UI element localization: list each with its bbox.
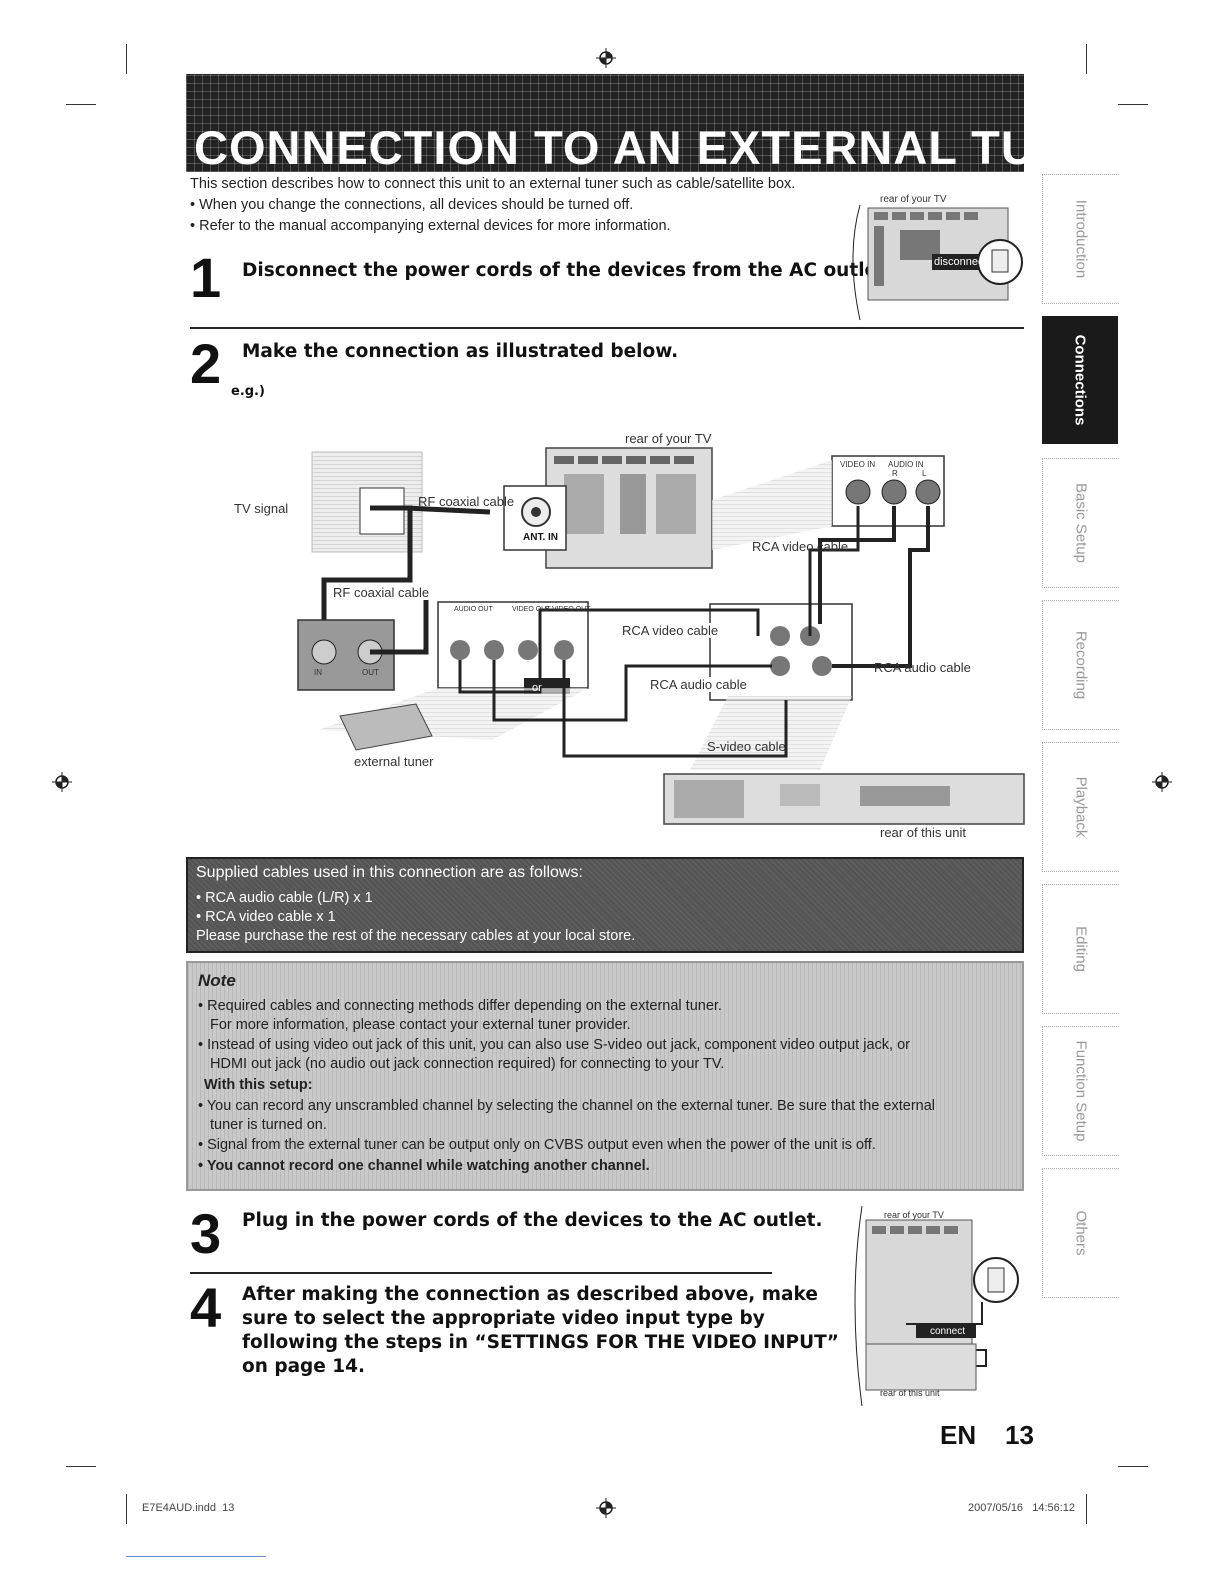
footer-timestamp: 2007/05/16 14:56:12 [968, 1502, 1076, 1514]
step-text: Make the connection as illustrated below… [242, 341, 679, 362]
note-line: • You can record any unscrambled channel… [198, 1098, 936, 1114]
tab-function-setup[interactable]: Function Setup [1042, 1026, 1119, 1156]
crop-mark [1118, 104, 1148, 105]
svideo-cable-label: S-video cable [707, 739, 786, 754]
registration-mark-icon [596, 1498, 616, 1518]
tab-editing[interactable]: Editing [1042, 884, 1119, 1014]
audio-in-label: AUDIO IN [888, 460, 924, 469]
rear-tv-label: rear of your TV [884, 1210, 944, 1220]
tuner-out-label: OUT [362, 668, 379, 677]
disconnect-label: disconnect [934, 256, 987, 268]
rf-cable-label: RF coaxial cable [333, 585, 430, 600]
note-line: tuner is turned on. [210, 1117, 327, 1133]
tab-label: Editing [1072, 926, 1090, 972]
step-text: on page 14. [242, 1356, 366, 1377]
step-number: 1 [190, 246, 222, 309]
rear-unit-label: rear of this unit [880, 1388, 940, 1398]
tab-introduction[interactable]: Introduction [1042, 174, 1119, 304]
intro-bullet: • Refer to the manual accompanying exter… [190, 218, 671, 234]
disconnect-illustration [852, 204, 1023, 321]
note-box: Note • Required cables and connecting me… [186, 961, 1024, 1191]
note-line: HDMI out jack (no audio out jack connect… [210, 1056, 725, 1072]
supplied-item: • RCA audio cable (L/R) x 1 [196, 890, 373, 906]
tab-label: Others [1072, 1210, 1090, 1256]
note-setup-heading: With this setup: [204, 1077, 313, 1093]
tab-playback[interactable]: Playback [1042, 742, 1119, 872]
rca-audio-label: RCA audio cable [874, 660, 971, 675]
section-divider [190, 1272, 772, 1274]
note-line: • You cannot record one channel while wa… [198, 1158, 650, 1174]
registration-mark-icon [52, 772, 72, 792]
section-divider [190, 327, 1024, 329]
video-out-label: VIDEO OUT [512, 606, 551, 613]
left-channel-label: L [922, 469, 927, 478]
or-label: or [532, 682, 542, 694]
link-underline [126, 1556, 266, 1557]
crop-mark [126, 1494, 127, 1524]
tuner-in-label: IN [314, 668, 322, 677]
rf-cable-label: RF coaxial cable [418, 494, 515, 509]
step-number: 3 [190, 1202, 222, 1265]
tab-recording[interactable]: Recording [1042, 600, 1119, 730]
tab-label: Recording [1072, 630, 1090, 700]
supplied-heading: Supplied cables used in this connection … [196, 864, 583, 881]
note-line: • Signal from the external tuner can be … [198, 1137, 876, 1153]
rca-video-label: RCA video cable [622, 623, 719, 638]
footer-filename: E7E4AUD.indd 13 [142, 1502, 235, 1514]
crop-mark [1086, 44, 1087, 74]
rear-tv-label: rear of your TV [880, 194, 947, 205]
tab-label: Function Setup [1072, 1040, 1090, 1142]
audio-out-label: AUDIO OUT [454, 606, 493, 613]
right-channel-label: R [892, 469, 898, 478]
crop-mark [66, 1466, 96, 1467]
tab-label: Basic Setup [1072, 482, 1090, 564]
registration-mark-icon [1152, 772, 1172, 792]
crop-mark [126, 44, 127, 74]
crop-mark [1118, 1466, 1148, 1467]
crop-mark [1086, 1494, 1087, 1524]
tab-connections[interactable]: Connections [1042, 316, 1118, 444]
supplied-cables-box: Supplied cables used in this connection … [186, 857, 1024, 953]
rear-unit-label: rear of this unit [880, 825, 966, 840]
page-language: EN [940, 1420, 977, 1450]
rca-audio-label: RCA audio cable [650, 677, 747, 692]
page-number: 13 [1005, 1420, 1034, 1450]
title-banner: CONNECTION TO AN EXTERNAL TUNER [186, 74, 1024, 172]
note-line: • Instead of using video out jack of thi… [198, 1037, 910, 1053]
connect-illustration [854, 1205, 1019, 1407]
step-text: following the steps in “SETTINGS FOR THE… [242, 1332, 839, 1353]
note-heading: Note [198, 971, 236, 990]
ant-in-label: ANT. IN [523, 532, 558, 543]
tab-label: Connections [1071, 334, 1089, 426]
tab-label: Playback [1072, 776, 1090, 838]
step-text: Plug in the power cords of the devices t… [242, 1210, 823, 1231]
connect-label: connect [930, 1326, 966, 1337]
tab-label: Introduction [1072, 199, 1090, 279]
page-title: CONNECTION TO AN EXTERNAL TUNER [194, 121, 1024, 172]
step-text: Disconnect the power cords of the device… [242, 260, 893, 281]
intro-bullet: • When you change the connections, all d… [190, 197, 634, 213]
crop-mark [66, 104, 96, 105]
registration-mark-icon [596, 48, 616, 68]
note-line: For more information, please contact you… [210, 1017, 631, 1033]
tv-signal-label: TV signal [234, 501, 289, 516]
step-number: 4 [190, 1276, 222, 1339]
intro-text: This section describes how to connect th… [190, 176, 796, 192]
tab-basic-setup[interactable]: Basic Setup [1042, 458, 1119, 588]
note-line: • Required cables and connecting methods… [198, 998, 722, 1014]
external-tuner-label: external tuner [354, 754, 434, 769]
tab-others[interactable]: Others [1042, 1168, 1119, 1298]
step-number: 2 [190, 332, 222, 395]
example-label: e.g.) [231, 384, 265, 399]
supplied-item: • RCA video cable x 1 [196, 909, 336, 925]
rear-tv-label: rear of your TV [625, 431, 712, 446]
svideo-out-label: S-VIDEO OUT [545, 606, 591, 613]
rca-video-label: RCA video cable [752, 539, 849, 554]
step-text: After making the connection as described… [242, 1284, 818, 1305]
step-text: sure to select the appropriate video inp… [242, 1308, 765, 1329]
video-in-label: VIDEO IN [840, 460, 876, 469]
connection-diagram [297, 447, 1025, 825]
supplied-footer: Please purchase the rest of the necessar… [196, 928, 636, 944]
